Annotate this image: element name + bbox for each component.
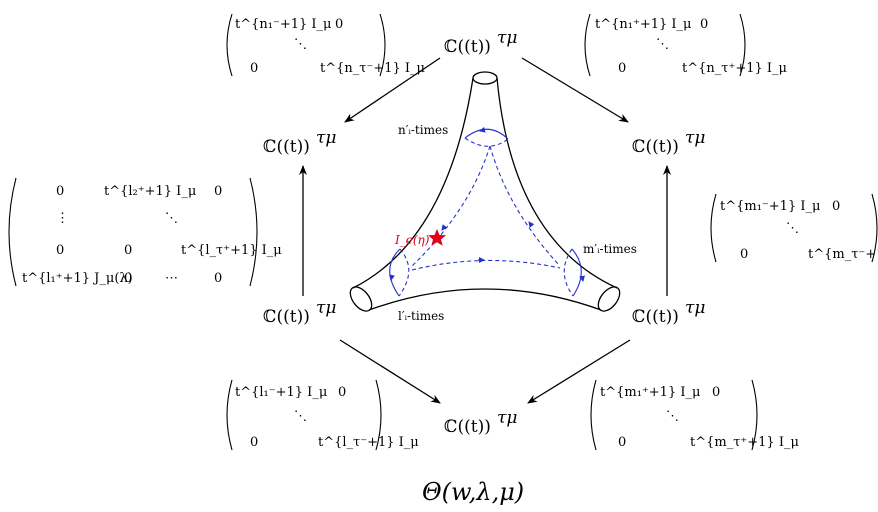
svg-text:0: 0 [250, 61, 258, 76]
svg-text:t^{m_τ⁻+1} I_μ: t^{m_τ⁻+1} I_μ [808, 247, 878, 262]
matrix-bottom-left: t^{l₁⁻+1} I_μ 0 ⋱ 0 t^{l_τ⁻+1} I_μ [226, 379, 419, 451]
node-lower-left: ℂ((t)) τμ [263, 298, 336, 327]
blue-curves [389, 126, 585, 297]
node-upper-right: ℂ((t)) τμ [632, 128, 705, 157]
svg-text:0: 0 [214, 271, 222, 286]
svg-text:⋱: ⋱ [786, 221, 799, 236]
svg-text:t^{l₁⁺+1} J_μ(λ): t^{l₁⁺+1} J_μ(λ) [22, 271, 133, 286]
svg-text:0: 0 [214, 184, 222, 199]
svg-text:ℂ((t)): ℂ((t)) [444, 37, 491, 57]
svg-text:0: 0 [618, 435, 626, 450]
svg-text:0: 0 [124, 243, 132, 258]
svg-text:⋱: ⋱ [666, 409, 679, 424]
node-lower-right: ℂ((t)) τμ [632, 298, 705, 327]
svg-text:0: 0 [832, 199, 840, 214]
svg-text:ℂ((t)): ℂ((t)) [632, 307, 679, 327]
svg-text:⋱: ⋱ [294, 37, 307, 52]
svg-text:t^{m_τ⁺+1} I_μ: t^{m_τ⁺+1} I_μ [690, 435, 799, 450]
svg-text:t^{n₁⁺+1} I_μ: t^{n₁⁺+1} I_μ [595, 17, 691, 32]
star-marker [428, 229, 446, 246]
matrix-middle-right: t^{m₁⁻+1} I_μ 0 ⋱ 0 t^{m_τ⁻+1} I_μ [710, 193, 878, 263]
svg-text:⋱: ⋱ [165, 211, 178, 226]
svg-text:t^{n_τ⁻+1} I_μ: t^{n_τ⁻+1} I_μ [320, 61, 425, 76]
svg-text:ℂ((t)): ℂ((t)) [444, 417, 491, 437]
svg-text:t^{l₁⁻+1} I_μ: t^{l₁⁻+1} I_μ [235, 385, 327, 400]
node-bottom: ℂ((t)) τμ [444, 408, 517, 437]
svg-text:τμ: τμ [497, 28, 517, 48]
matrix-bottom-right: t^{m₁⁺+1} I_μ 0 ⋱ 0 t^{m_τ⁺+1} I_μ [590, 379, 799, 451]
node-top: ℂ((t)) τμ [444, 28, 517, 57]
svg-text:ℂ((t)): ℂ((t)) [632, 137, 679, 157]
svg-text:⋯: ⋯ [165, 271, 178, 286]
svg-text:0: 0 [740, 247, 748, 262]
svg-text:t^{m₁⁺+1} I_μ: t^{m₁⁺+1} I_μ [600, 385, 700, 400]
arrow-lower-left-to-bottom [339, 339, 441, 404]
label-l-times: l′ᵢ-times [398, 309, 444, 323]
svg-text:⋮: ⋮ [56, 211, 69, 226]
svg-text:0: 0 [56, 184, 64, 199]
label-n-times: n′ᵢ-times [398, 123, 448, 137]
svg-text:t^{n₁⁻+1} I_μ: t^{n₁⁻+1} I_μ [235, 17, 331, 32]
svg-text:0: 0 [712, 385, 720, 400]
svg-text:t^{l_τ⁺+1} I_μ: t^{l_τ⁺+1} I_μ [181, 243, 282, 258]
matrix-left: 0 t^{l₂⁺+1} I_μ 0 ⋮ ⋱ 0 0 t^{l_τ⁺+1} I_μ… [8, 177, 282, 287]
arrow-top-to-upper-right [521, 57, 629, 123]
svg-text:τμ: τμ [685, 298, 705, 318]
svg-text:0: 0 [335, 17, 343, 32]
svg-text:t^{m₁⁻+1} I_μ: t^{m₁⁻+1} I_μ [720, 199, 820, 214]
label-m-times: m′ᵢ-times [583, 242, 637, 256]
svg-text:τμ: τμ [685, 128, 705, 148]
svg-text:0: 0 [700, 17, 708, 32]
svg-text:⋱: ⋱ [656, 37, 669, 52]
diagram-title: Θ(w,λ,μ) [422, 478, 524, 506]
svg-text:t^{l₂⁺+1} I_μ: t^{l₂⁺+1} I_μ [104, 184, 196, 199]
svg-text:τμ: τμ [497, 408, 517, 428]
svg-text:0: 0 [250, 435, 258, 450]
svg-text:τμ: τμ [316, 128, 336, 148]
matrix-top-right: t^{n₁⁺+1} I_μ 0 ⋱ 0 t^{n_τ⁺+1} I_μ [584, 13, 787, 77]
star-label: I_e(η) [394, 233, 430, 247]
svg-text:t^{l_τ⁻+1} I_μ: t^{l_τ⁻+1} I_μ [318, 435, 419, 450]
arrow-lower-right-to-bottom [527, 339, 631, 404]
matrix-top-left: t^{n₁⁻+1} I_μ 0 ⋱ 0 t^{n_τ⁻+1} I_μ [226, 13, 425, 77]
svg-text:⋱: ⋱ [294, 409, 307, 424]
svg-text:0: 0 [124, 271, 132, 286]
svg-text:0: 0 [618, 61, 626, 76]
pants-surface [349, 71, 621, 312]
svg-text:ℂ((t)): ℂ((t)) [263, 137, 310, 157]
svg-text:0: 0 [56, 243, 64, 258]
svg-text:t^{n_τ⁺+1} I_μ: t^{n_τ⁺+1} I_μ [682, 61, 787, 76]
svg-text:0: 0 [338, 385, 346, 400]
svg-text:ℂ((t)): ℂ((t)) [263, 307, 310, 327]
arrow-top-to-upper-left [344, 57, 441, 123]
svg-text:τμ: τμ [316, 298, 336, 318]
node-upper-left: ℂ((t)) τμ [263, 128, 336, 157]
